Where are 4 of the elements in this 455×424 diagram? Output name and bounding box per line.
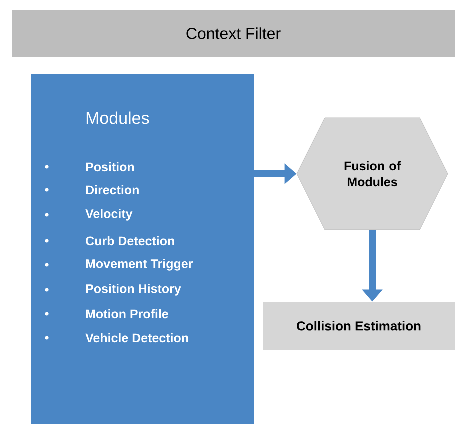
fusion-hexagon: Fusion of Modules [296,118,448,230]
modules-panel: Modules Position Direction Velocity Curb Detection Movement Trigger Position History Motion Profile Vehicle Detection [31,74,254,424]
title-band: Context Filter [12,10,455,57]
process-box: Collision Estimation [263,302,455,350]
